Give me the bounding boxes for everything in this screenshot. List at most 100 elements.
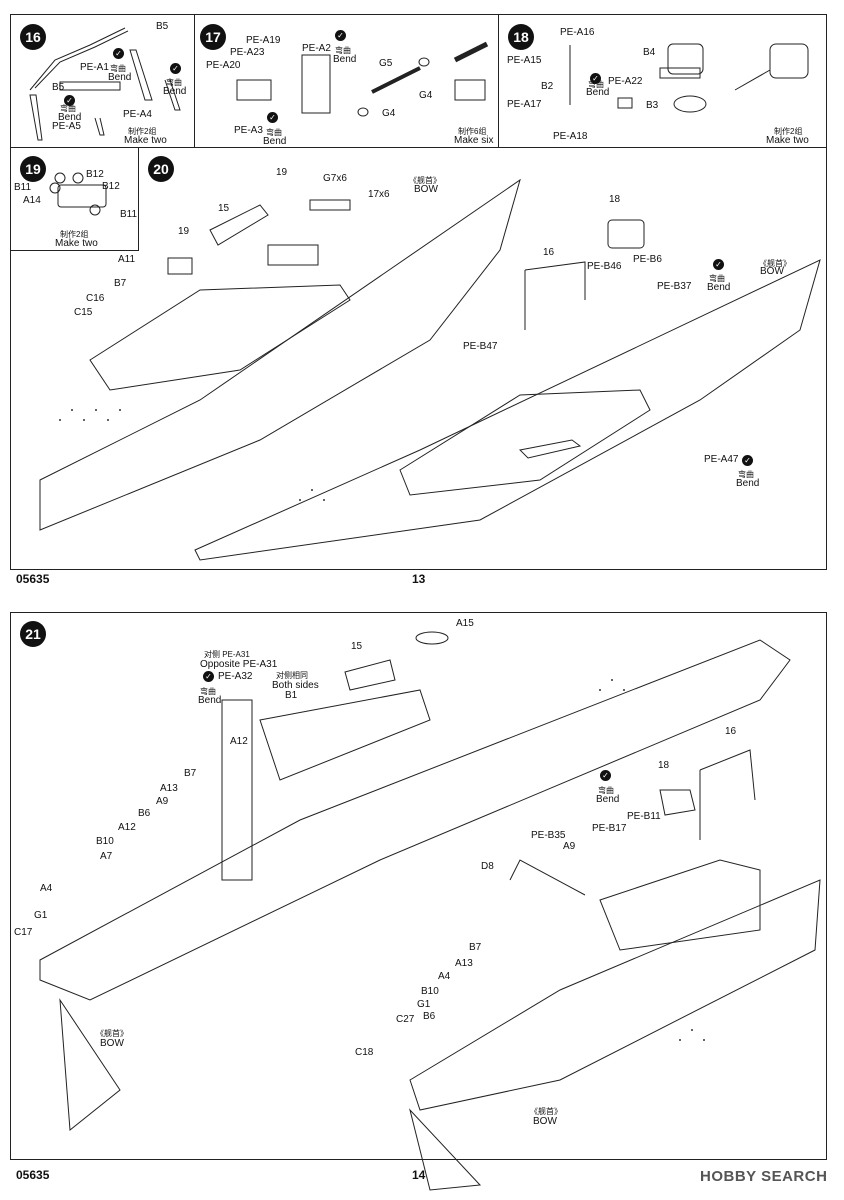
sub-assembly-ref: 18 [609, 194, 621, 205]
part-label: PE-A17 [507, 99, 542, 110]
part-label: C27 [396, 1014, 415, 1025]
part-label: PE-A16 [560, 27, 595, 38]
bow-label-cn: 《舰首》 [96, 1029, 128, 1038]
bend-label-cn: 弯曲 [588, 80, 604, 89]
part-label: C17 [14, 927, 33, 938]
bend-label-en: Bend [596, 794, 620, 805]
bend-label-cn: 弯曲 [598, 786, 614, 795]
bow-label-en: BOW [100, 1038, 124, 1049]
step18-number: 18 [508, 24, 534, 50]
part-label: B10 [96, 836, 114, 847]
bend-label-cn: 弯曲 [266, 128, 282, 137]
part-label: B7 [184, 768, 197, 779]
bend-check-icon: ✓ [170, 63, 181, 74]
part-label: D8 [481, 861, 494, 872]
page14-number: 14 [412, 1168, 426, 1182]
bend-check-icon: ✓ [600, 770, 611, 781]
part-label: PE-A3 [234, 125, 263, 136]
part-label: A11 [118, 254, 136, 265]
sub-assembly-ref: 19 [178, 226, 190, 237]
part-label: PE-A5 [52, 121, 81, 132]
bow-label-cn: 《舰首》 [409, 176, 441, 185]
bend-label-cn: 弯曲 [738, 470, 754, 479]
part-label: B4 [643, 47, 656, 58]
part-label: PE-A15 [507, 55, 542, 66]
part-label: PE-B35 [531, 830, 566, 841]
bend-check-icon: ✓ [267, 112, 278, 123]
bend-label-en: Bend [58, 112, 82, 123]
part-label: PE-A19 [246, 35, 281, 46]
part-label: PE-A2 [302, 43, 331, 54]
opposite-note-en: Opposite PE-A31 [200, 659, 278, 670]
part-label: C16 [86, 293, 105, 304]
bend-label-en: Bend [586, 87, 610, 98]
make-count-en: Make two [55, 238, 98, 249]
part-label: G7x6 [323, 173, 347, 184]
part-label: PE-B11 [627, 811, 661, 822]
make-count-cn: 制作2组 [128, 127, 157, 136]
part-label: PE-B47 [463, 341, 498, 352]
part-label: G4 [382, 108, 396, 119]
step19-number: 19 [20, 156, 46, 182]
bend-check-icon: ✓ [590, 73, 601, 84]
part-label: B6 [138, 808, 151, 819]
part-label: G1 [417, 999, 431, 1010]
part-label: A4 [40, 883, 53, 894]
bend-label-en: Bend [263, 136, 287, 147]
sub-assembly-ref: 16 [543, 247, 555, 258]
bend-label-en: Bend [198, 695, 222, 706]
part-label: G1 [34, 910, 48, 921]
part-label: A12 [230, 736, 248, 747]
part-label: PE-A1 [80, 62, 109, 73]
part-label: PE-B46 [587, 261, 622, 272]
part-label: B5 [52, 82, 65, 93]
watermark-text: HOBBY SEARCH [700, 1168, 828, 1185]
bend-check-icon: ✓ [742, 455, 753, 466]
part-label: G4 [419, 90, 433, 101]
step21-number: 21 [20, 621, 46, 647]
part-label: B11 [14, 182, 32, 193]
bow-label-cn: 《舰首》 [530, 1107, 562, 1116]
bend-check-icon: ✓ [713, 259, 724, 270]
part-label: B12 [86, 169, 104, 180]
page13-code: 05635 [16, 572, 50, 586]
make-count-cn: 制作6组 [458, 127, 487, 136]
bend-label-en: Bend [108, 72, 132, 83]
part-label: A15 [456, 618, 474, 629]
make-count-en: Make six [454, 135, 494, 146]
part-label: PE-B6 [633, 254, 662, 265]
sub-assembly-ref: 15 [351, 641, 363, 652]
sub-assembly-ref: 19 [276, 167, 288, 178]
part-label: B3 [646, 100, 659, 111]
part-label: A9 [156, 796, 169, 807]
bend-check-icon: ✓ [113, 48, 124, 59]
part-label: PE-A20 [206, 60, 241, 71]
bend-label-cn: 弯曲 [166, 78, 182, 87]
page14-frame [10, 612, 827, 1160]
part-label: C15 [74, 307, 93, 318]
part-label: B7 [469, 942, 482, 953]
bow-label-en: BOW [533, 1116, 557, 1127]
part-label: A4 [438, 971, 451, 982]
part-label: x6 [379, 189, 390, 200]
part-label: A13 [455, 958, 473, 969]
bend-label-cn: 弯曲 [709, 274, 725, 283]
bend-check-icon: ✓ [64, 95, 75, 106]
bend-label-en: Bend [736, 478, 760, 489]
bend-label-cn: 弯曲 [110, 64, 126, 73]
bend-label-cn: 弯曲 [200, 687, 216, 696]
part-label: B1 [285, 690, 298, 701]
bend-check-icon: ✓ [335, 30, 346, 41]
step17-number: 17 [200, 24, 226, 50]
part-label: PE-B37 [657, 281, 692, 292]
part-label: PE-A23 [230, 47, 265, 58]
part-label: B6 [423, 1011, 436, 1022]
step16-number: 16 [20, 24, 46, 50]
sub-assembly-ref: 17 [368, 189, 380, 200]
sub-assembly-ref: 15 [218, 203, 230, 214]
make-count-cn: 制作2组 [60, 230, 89, 239]
part-label: B10 [421, 986, 439, 997]
bend-label-en: Bend [707, 282, 731, 293]
part-label: PE-A22 [608, 76, 643, 87]
